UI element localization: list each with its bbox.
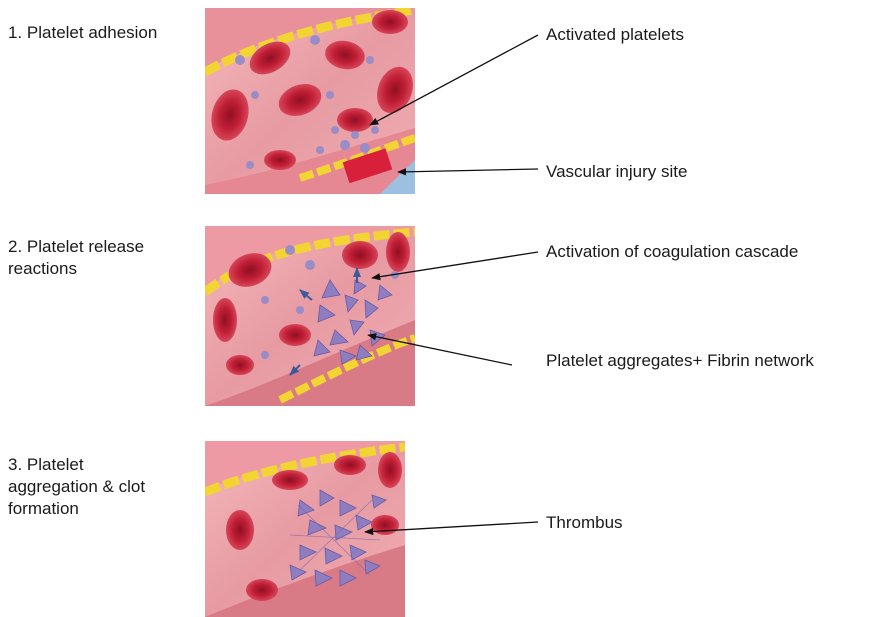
leader-vascular-injury-site	[398, 169, 538, 172]
panel-3-illustration	[205, 441, 405, 617]
panel-1-illustration	[205, 8, 419, 194]
panel-2-illustration	[205, 226, 415, 406]
